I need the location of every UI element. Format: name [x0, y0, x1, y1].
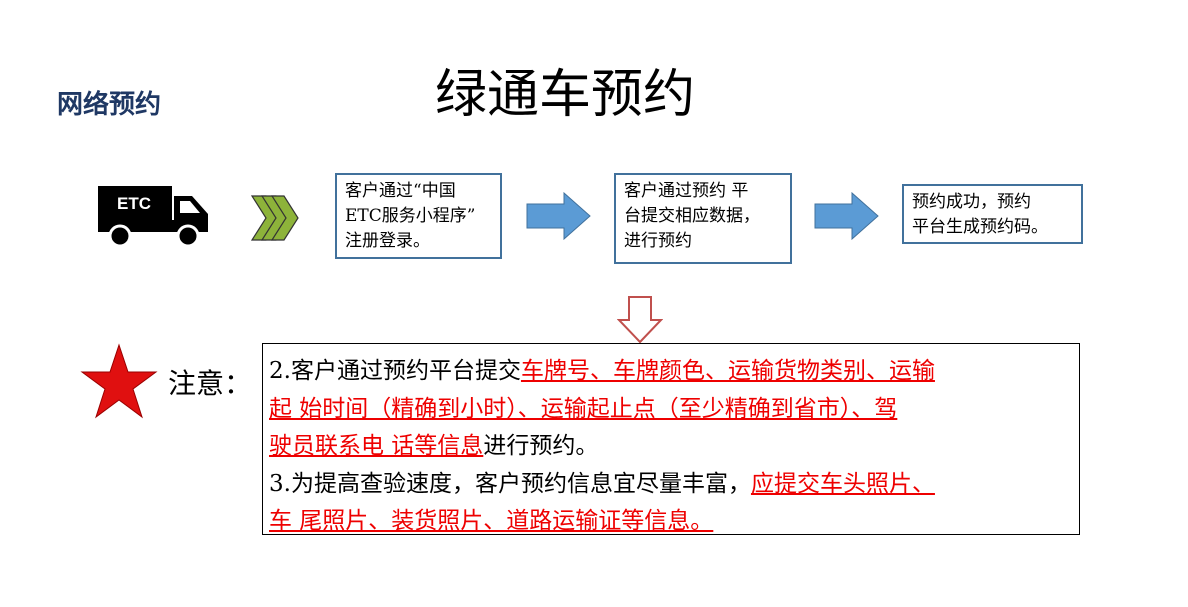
down-arrow-icon	[617, 296, 663, 344]
step-3-box: 预约成功，预约 平台生成预约码。	[902, 184, 1083, 244]
step-text: 预约成功，预约	[912, 192, 1031, 212]
truck-label: ETC	[117, 194, 151, 213]
note-emphasis: 驶员联系电 话等信息	[269, 433, 484, 459]
right-arrow-icon	[814, 192, 879, 240]
star-icon	[80, 343, 158, 419]
note-emphasis: 车 尾照片、装货照片、道路运输证等信息。	[269, 508, 714, 534]
chevron-arrows-icon	[250, 195, 299, 241]
note-text: 进行预约。	[483, 433, 599, 459]
step-text: 注册登录。	[345, 231, 430, 251]
note-emphasis: 车牌号、车牌颜色、运输货物类别、运输	[520, 358, 935, 384]
note-line: 起 始时间（精确到小时）、运输起止点（至少精确到省市）、驾	[269, 391, 1073, 429]
note-text: 3.为提高查验速度，客户预约信息宜尽量丰富，	[269, 470, 751, 497]
note-line: 车 尾照片、装货照片、道路运输证等信息。	[269, 503, 1073, 541]
note-line: 3.为提高查验速度，客户预约信息宜尽量丰富，应提交车头照片、	[269, 466, 1073, 504]
right-arrow-icon	[526, 192, 591, 240]
step-text: 客户通过预约 平	[624, 181, 749, 201]
note-emphasis: 应提交车头照片、	[750, 470, 935, 497]
section-subtitle: 网络预约	[57, 90, 162, 120]
step-text: 进行预约	[624, 231, 692, 251]
step-text: 客户通过“中国	[345, 181, 456, 201]
step-1-box: 客户通过“中国 ETC服务小程序” 注册登录。	[335, 173, 502, 259]
step-text: 台提交相应数据，	[624, 206, 760, 226]
step-text: ETC服务小程序”	[345, 206, 476, 226]
attention-label: 注意：	[168, 367, 253, 400]
slide-title: 绿通车预约	[434, 65, 695, 125]
notes-box: 2.客户通过预约平台提交车牌号、车牌颜色、运输货物类别、运输 起 始时间（精确到…	[262, 343, 1080, 535]
step-2-box: 客户通过预约 平 台提交相应数据， 进行预约	[614, 173, 792, 264]
note-text: 2.客户通过预约平台提交	[269, 358, 521, 384]
etc-truck-icon: ETC	[98, 186, 208, 248]
step-text: 平台生成预约码。	[912, 217, 1048, 237]
note-line: 2.客户通过预约平台提交车牌号、车牌颜色、运输货物类别、运输	[269, 353, 1073, 391]
note-line: 驶员联系电 话等信息进行预约。	[269, 428, 1073, 466]
note-emphasis: 起 始时间（精确到小时）、运输起止点（至少精确到省市）、驾	[269, 395, 898, 422]
